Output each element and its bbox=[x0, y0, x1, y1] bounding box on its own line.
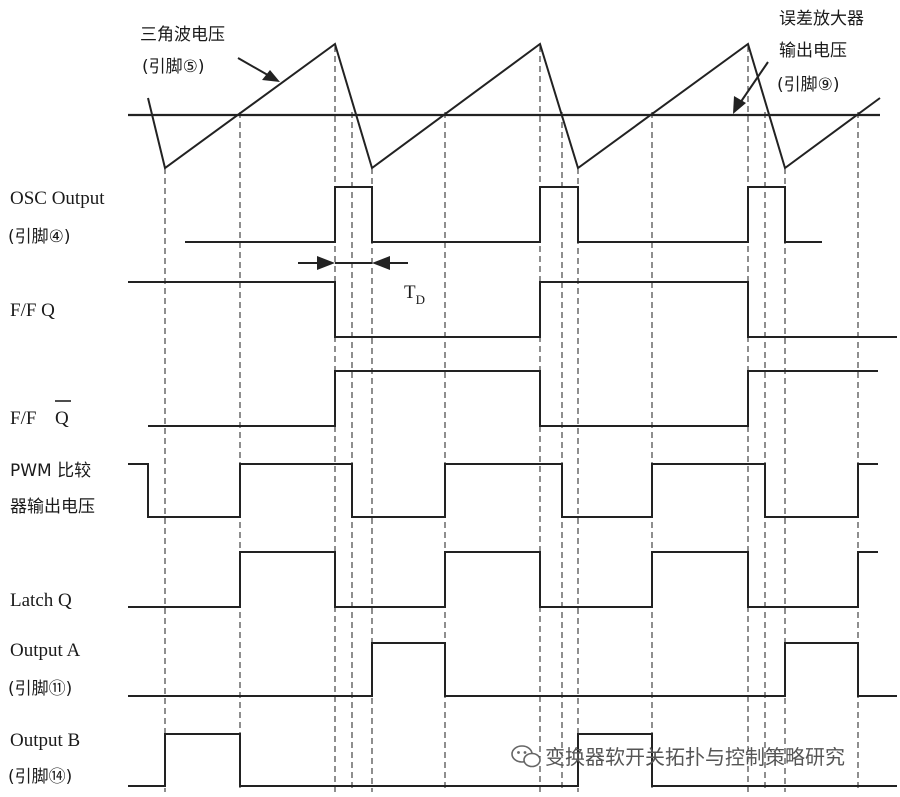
pwm-label-2: 器输出电压 bbox=[10, 497, 95, 517]
output-a-pin-label: (引脚⑪) bbox=[8, 679, 72, 699]
output-b-waveform bbox=[128, 733, 897, 787]
error-amp-label-2: 输出电压 bbox=[779, 41, 847, 61]
triangle-annotation-arrow bbox=[237, 57, 280, 82]
ff-qbar-label: F/F bbox=[10, 408, 36, 429]
error-amp-pin-label: (引脚⑨) bbox=[777, 75, 840, 95]
triangle-waveform bbox=[147, 42, 881, 170]
output-b-pin-label: (引脚⑭) bbox=[8, 767, 72, 787]
osc-pin-label: (引脚④) bbox=[8, 227, 71, 247]
watermark-text: 变换器软开关拓扑与控制策略研究 bbox=[545, 745, 845, 769]
latch-q-label: Latch Q bbox=[10, 590, 72, 611]
ff-qbar-waveform bbox=[148, 370, 878, 427]
error-amp-label-1: 误差放大器 bbox=[779, 9, 864, 29]
watermark: 变换器软开关拓扑与控制策略研究 bbox=[511, 745, 845, 769]
td-dimension-arrows bbox=[298, 256, 408, 270]
triangle-label: 三角波电压 bbox=[140, 25, 225, 45]
latch-q-waveform bbox=[128, 551, 878, 608]
ff-q-label: F/F Q bbox=[10, 300, 55, 321]
td-label: TD bbox=[404, 282, 425, 307]
osc-output-label: OSC Output bbox=[10, 188, 105, 209]
output-b-label: Output B bbox=[10, 730, 80, 751]
ff-qbar-q-label: Q bbox=[55, 408, 69, 429]
ff-q-waveform bbox=[128, 281, 897, 338]
error-amp-annotation-arrow bbox=[733, 61, 769, 114]
wechat-icon bbox=[511, 745, 541, 768]
osc-output-waveform bbox=[185, 186, 822, 243]
dashed-guides bbox=[164, 46, 859, 792]
pwm-label-1: PWM 比较 bbox=[10, 461, 91, 481]
triangle-pin-label: (引脚⑤) bbox=[142, 57, 205, 77]
output-a-waveform bbox=[128, 642, 897, 697]
output-a-label: Output A bbox=[10, 640, 80, 661]
pwm-comparator-waveform bbox=[128, 463, 878, 518]
